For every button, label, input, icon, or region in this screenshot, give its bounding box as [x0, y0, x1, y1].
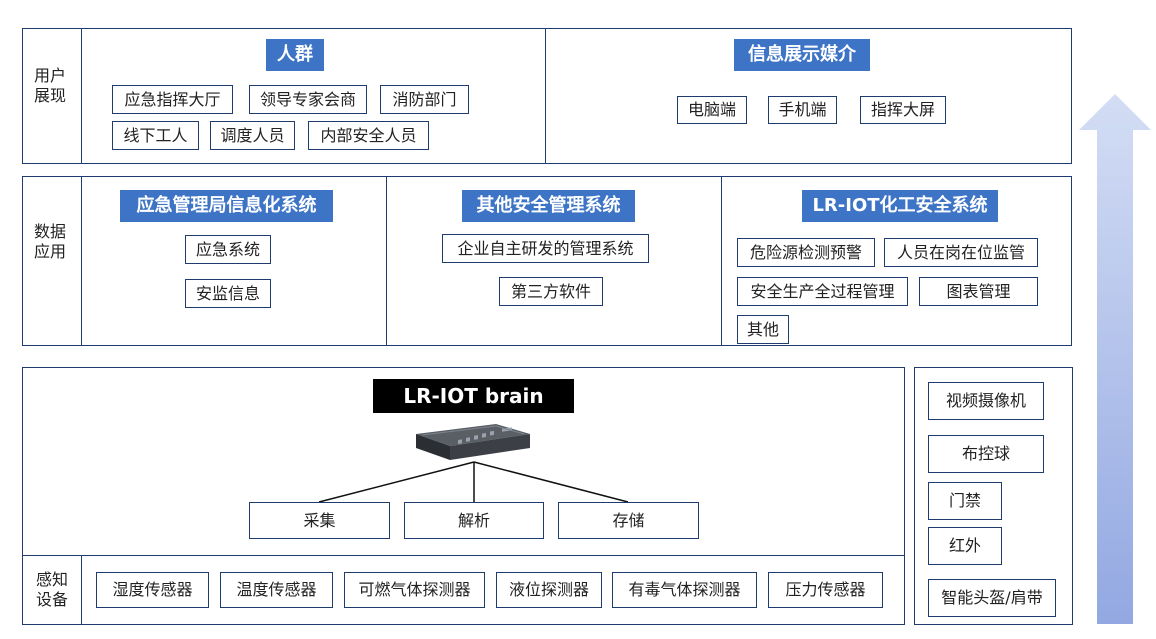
brain-function-store: 存储 [558, 502, 699, 539]
upward-arrow-icon [1079, 94, 1151, 624]
lriot-chem-system-item: 安全生产全过程管理 [737, 277, 908, 306]
crowd-item: 消防部门 [380, 85, 469, 114]
device-item: 布控球 [928, 435, 1044, 473]
crowd-item: 应急指挥大厅 [112, 85, 233, 114]
sensor-item: 湿度传感器 [96, 572, 209, 608]
lriot-chem-system-title: LR-IOT化工安全系统 [802, 190, 998, 222]
lriot-chem-system-item: 其他 [737, 315, 789, 344]
device-item: 视频摄像机 [928, 382, 1044, 420]
sensor-item: 温度传感器 [220, 572, 333, 608]
brain-function-parse: 解析 [404, 502, 544, 539]
user-layer-label-line2: 展现 [33, 86, 66, 105]
media-item: 指挥大屏 [860, 96, 946, 124]
emergency-system-item: 应急系统 [185, 235, 271, 264]
crowd-item: 调度人员 [210, 121, 295, 150]
perception-divider [23, 555, 904, 556]
device-item: 红外 [928, 527, 1002, 565]
media-item: 电脑端 [677, 96, 747, 124]
sensor-item: 压力传感器 [768, 572, 883, 608]
lriot-chem-system-item: 图表管理 [919, 277, 1038, 306]
user-layer-label: 用户 展现 [30, 66, 70, 106]
media-title: 信息展示媒介 [734, 39, 870, 71]
device-item: 智能头盔/肩带 [928, 579, 1056, 617]
server-rack-icon [416, 424, 530, 460]
data-layer-label: 数据 应用 [30, 222, 70, 262]
data-layer-label-line1: 数据 [33, 222, 66, 241]
perception-device-label-line2: 设备 [35, 590, 68, 609]
crowd-item: 内部安全人员 [308, 121, 429, 150]
perception-device-label: 感知 设备 [30, 570, 74, 610]
user-layer-label-line1: 用户 [33, 66, 66, 85]
crowd-item: 线下工人 [112, 121, 199, 150]
sensor-item: 可燃气体探测器 [344, 572, 485, 608]
crowd-item: 领导专家会商 [249, 85, 367, 114]
device-item: 门禁 [928, 482, 1002, 520]
emergency-system-title: 应急管理局信息化系统 [120, 190, 333, 222]
crowd-title: 人群 [266, 39, 324, 71]
other-safety-system-item: 企业自主研发的管理系统 [442, 234, 649, 263]
brain-function-collect: 采集 [249, 502, 390, 539]
lriot-chem-system-item: 人员在岗在位监管 [884, 238, 1038, 267]
sensor-item: 有毒气体探测器 [612, 572, 757, 608]
emergency-system-item: 安监信息 [185, 279, 271, 308]
brain-connector-lines [318, 461, 629, 503]
lriot-chem-system-item: 危险源检测预警 [737, 238, 875, 267]
media-item: 手机端 [768, 96, 837, 124]
perception-device-label-line1: 感知 [35, 570, 68, 589]
other-safety-system-item: 第三方软件 [499, 277, 603, 306]
data-layer-label-line2: 应用 [33, 242, 66, 261]
sensor-item: 液位探测器 [496, 572, 602, 608]
lriot-brain-title: LR-IOT brain [373, 379, 574, 413]
other-safety-system-title: 其他安全管理系统 [462, 190, 635, 222]
